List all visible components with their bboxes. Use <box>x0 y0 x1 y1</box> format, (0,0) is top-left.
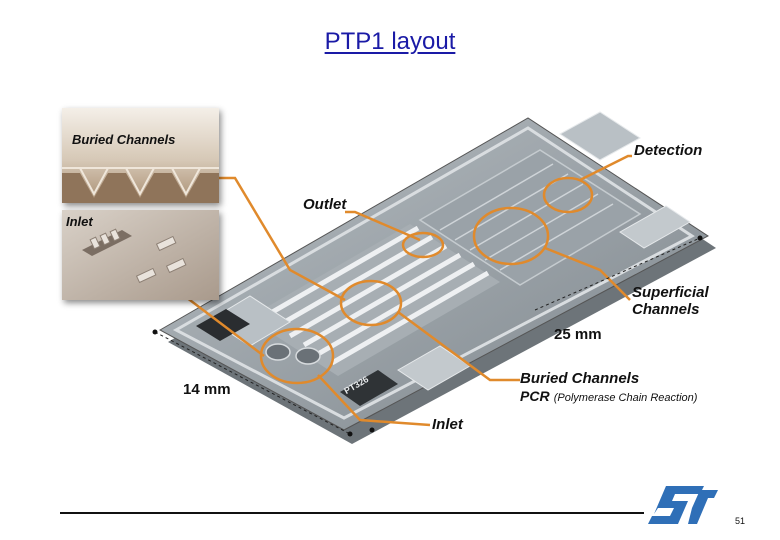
superficial-circle <box>472 206 550 266</box>
leader-detection <box>579 154 632 182</box>
label-superficial-channels-line1: Superficial <box>632 284 709 301</box>
st-logo <box>648 486 718 524</box>
chip-marking-plate <box>340 370 398 406</box>
callout-circles <box>259 176 594 385</box>
label-buried-channels: Buried Channels <box>520 370 640 387</box>
label-pcr: PCR (Polymerase Chain Reaction) <box>520 388 697 405</box>
inlet-well-1 <box>265 343 291 361</box>
pcr-full-name: (Polymerase Chain Reaction) <box>553 392 698 404</box>
page-number: 51 <box>735 516 746 526</box>
inlet-well-2 <box>295 347 321 365</box>
buried-circle <box>339 279 403 327</box>
label-14mm: 14 mm <box>183 381 231 398</box>
inlet-circle <box>259 327 335 385</box>
outlet-circle <box>401 231 445 259</box>
detection-circle <box>542 176 594 214</box>
chip <box>158 111 716 444</box>
pcr-abbreviation: PCR <box>520 388 550 404</box>
label-detection: Detection <box>634 142 703 159</box>
label-inlet: Inlet <box>432 416 463 433</box>
thumb-label-buried-channels: Buried Channels <box>72 132 176 147</box>
label-outlet: Outlet <box>303 196 347 213</box>
dim-14mm-line <box>154 331 351 435</box>
leader-buried <box>397 310 520 382</box>
label-superficial-channels-line2: Channels <box>632 301 700 318</box>
thumb-label-inlet: Inlet <box>66 214 93 229</box>
dimension-lines <box>154 237 701 435</box>
leader-inlet <box>317 374 431 427</box>
slide-title: PTP1 layout <box>324 28 456 55</box>
inlet-thumbnail: Inlet <box>62 210 219 300</box>
footer-rule <box>60 512 644 514</box>
leader-outlet <box>345 210 421 242</box>
buried-channels-region <box>248 224 500 376</box>
buried-channels-thumbnail: Buried Channels <box>62 108 219 203</box>
leader-superficial <box>544 246 631 301</box>
dim-25mm-line <box>534 237 701 311</box>
label-25mm: 25 mm <box>554 326 602 343</box>
